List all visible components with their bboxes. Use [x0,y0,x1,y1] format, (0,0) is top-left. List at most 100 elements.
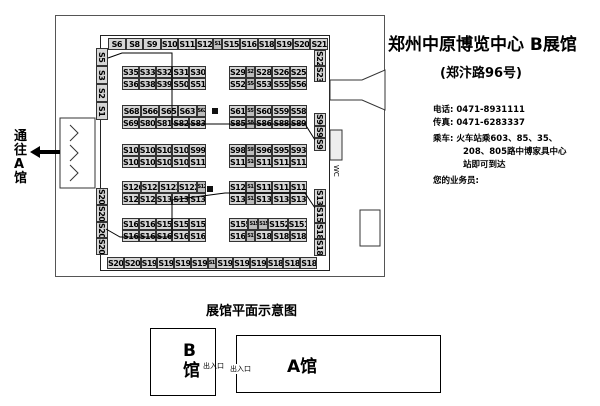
booth: S125 [140,181,160,193]
booth-row: S103S102S101S100S99 [122,144,206,156]
booth-row-top: S6S8S9S10S11S12S13S15S16S18S19S20S21 [108,38,328,50]
booth: S155 [229,218,249,230]
booth: S56 [289,78,307,90]
booth-row: S155S153S153S152S151 [229,218,307,230]
booth: S178 [246,230,256,242]
booth: S181 [272,230,290,242]
booth: S25 [289,66,307,78]
booth: S198 [157,257,175,269]
booth-row: S105S106S108S109S110 [122,156,206,168]
booth: S192 [216,257,234,269]
booth: S180 [255,230,273,242]
booth-row: S126S125S123S122S121 [122,181,206,193]
pillar [212,108,218,114]
booth-row: S111S107S112S113S115 [229,156,307,168]
booth: S57 [246,105,256,117]
booth: S98 [229,144,247,156]
booth: S23 [314,66,326,82]
booth: S102 [138,144,156,156]
booth: S53 [255,78,273,90]
booth: S61 [229,105,247,117]
booth: S95 [272,144,290,156]
booth: S84 [246,117,256,129]
booth-row: S52S54S53S55S56 [229,78,307,90]
booth: S29 [229,66,247,78]
booth: S91 [314,125,326,139]
booth: S52 [229,78,247,90]
booth-row: S29S27S28S26S25 [229,66,307,78]
booth: S129 [138,193,156,205]
booth: S38 [138,78,156,90]
booth: S2 [96,84,108,102]
booth: S121 [196,181,206,193]
booth-row: S169S178S180S181S182 [229,230,307,242]
booth: S13 [213,38,223,50]
booth: S54 [246,78,256,90]
booth: S99 [189,144,206,156]
booth: S150 [314,205,326,223]
booth: S189 [266,257,284,269]
booth: S50 [172,78,190,90]
booth: S62 [196,105,206,117]
booth: S193 [207,257,217,269]
booth: S33 [138,66,156,78]
booth: S200 [123,257,141,269]
address: (郑汴路96号) [440,66,522,81]
booth: S80 [138,117,156,129]
booth: S109 [172,156,190,168]
booth: S69 [122,117,139,129]
entrance-a: 出入口 [230,364,251,374]
booth: S183 [314,222,326,240]
booth: S105 [122,156,139,168]
booth: S28 [255,66,273,78]
booth: S110 [189,156,206,168]
booth: S36 [122,78,139,90]
pillar [207,186,213,192]
booth: S107 [246,156,256,168]
booth: S39 [155,78,173,90]
page-title: 郑州中原博览中心 B展馆 [388,35,577,55]
booth: S186 [300,257,318,269]
booth: S1 [96,102,108,120]
booth: S5 [96,48,108,66]
booth: S153 [248,218,259,230]
booth: S202 [96,238,108,255]
booth: S97 [246,144,256,156]
booth: S153 [258,218,269,230]
hall-a-box: A馆 [236,335,441,393]
booth: S108 [155,156,173,168]
booth: S63 [177,105,197,117]
booth: S51 [189,78,206,90]
arrow-left-icon [30,146,60,158]
booth: S19 [275,38,293,50]
booth: S12 [195,38,214,50]
booth: S191 [233,257,250,269]
booth: S151 [287,218,307,230]
booth: S10 [160,38,179,50]
booth-row: S161S160S159S158S156 [122,218,206,230]
booth: S139 [314,189,326,206]
booth: S206 [96,188,108,205]
booth-row: S61S57S60S59S58 [229,105,307,117]
entrance-b: 出入口 [203,362,224,370]
building-outline [55,15,385,277]
booth: S113 [272,156,290,168]
booth: S158 [172,218,190,230]
booth: S101 [155,144,173,156]
booth: S22 [314,50,326,66]
booth-row: S120S117S119S118S116 [229,181,307,193]
booth-row: S201S200S199S198S196S195S193S192S191S190… [107,257,318,269]
booth: S152 [268,218,288,230]
booth: S168 [189,230,206,242]
booth: S11 [178,38,196,50]
booth: S111 [229,156,247,168]
booth: S130 [155,193,173,205]
booth: S35 [122,66,139,78]
booth: S156 [189,218,206,230]
booth: S188 [283,257,301,269]
